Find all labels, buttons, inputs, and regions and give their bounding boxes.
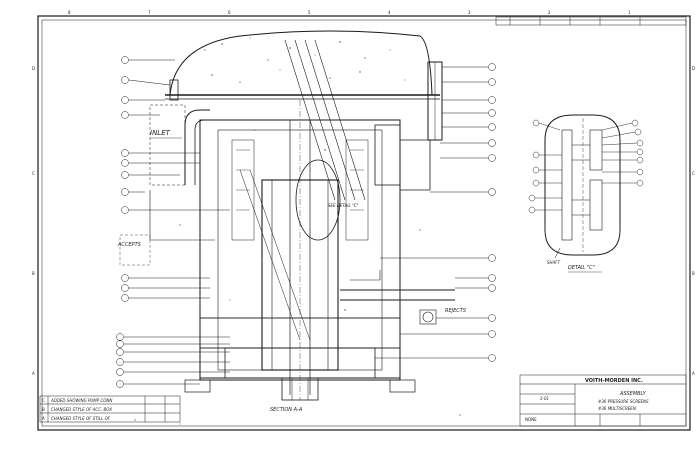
rev-row-c-desc: ADDED SHOWING PUMP CONN	[50, 398, 112, 403]
title-line-2: #36 PRESSURE SCREENS	[598, 399, 649, 404]
zone-col-1: 1	[628, 10, 631, 15]
right-callouts	[375, 63, 496, 362]
detail-c-callouts	[528, 119, 644, 214]
label-shaft: SHAFT	[547, 260, 561, 265]
label-see-detail: SEE DETAIL "C"	[328, 203, 359, 208]
zone-col-4: 4	[388, 10, 391, 15]
rev-row-b-desc: CHANGED STYLE OF ACC. BOX	[51, 407, 112, 412]
zone-row-b-right: B	[692, 271, 695, 276]
main-assembly-view	[119, 30, 455, 401]
label-section: SECTION A-A	[270, 407, 303, 413]
zone-row-d-right: D	[692, 66, 695, 71]
label-rejects: REJECTS	[445, 308, 467, 314]
drawing-border	[37, 15, 691, 431]
label-accepts: ACCEPTS	[117, 242, 142, 248]
zone-row-c-right: C	[692, 171, 695, 176]
top-revision-strip	[495, 16, 687, 26]
zone-row-a-right: A	[692, 371, 695, 376]
zone-columns-top: 8 7 6 5 4 3 2 1	[68, 10, 631, 15]
zone-col-6: 6	[228, 10, 231, 15]
rev-row-c-ltr: C	[42, 398, 45, 403]
rev-row-b-ltr: B	[42, 407, 45, 412]
zone-col-2: 2	[548, 10, 551, 15]
scan-noise	[134, 37, 461, 425]
rev-row-a-desc: CHANGED STYLE OF STILL OF	[51, 416, 111, 421]
zone-col-7: 7	[148, 10, 151, 15]
rev-row-a-ltr: A	[42, 416, 45, 421]
zone-col-3: 3	[468, 10, 471, 15]
zone-row-b: B	[32, 271, 35, 276]
title-company: VOITH-MORDEN INC.	[585, 378, 643, 384]
zone-row-d: D	[32, 66, 35, 71]
label-inlet: INLET	[150, 129, 171, 137]
title-block	[519, 374, 687, 427]
title-scale: NONE	[525, 417, 537, 422]
title-drawing-number: 3-01	[540, 396, 549, 401]
zone-col-5: 5	[308, 10, 311, 15]
zone-rows-right: D C B A	[692, 66, 695, 376]
left-callouts	[116, 56, 230, 388]
label-detail-c: DETAIL "C"	[568, 265, 595, 271]
title-line-3: #36 MULTISCREEN	[598, 406, 636, 411]
revision-block	[39, 395, 181, 423]
zone-row-c: C	[32, 171, 35, 176]
zone-row-a: A	[32, 371, 35, 376]
zone-col-8: 8	[68, 10, 71, 15]
title-line-1: ASSEMBLY	[619, 391, 647, 397]
zone-rows-left: D C B A	[32, 66, 35, 376]
detail-c-view	[544, 114, 621, 259]
